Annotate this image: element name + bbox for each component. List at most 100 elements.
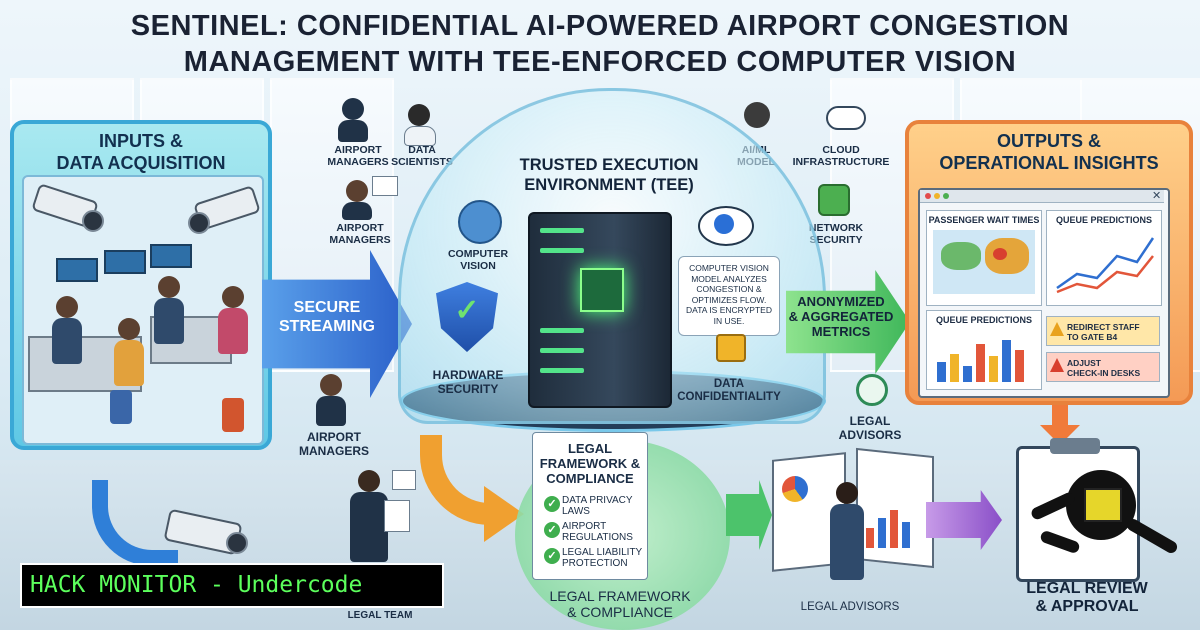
alert-line: CHECK-IN DESKS <box>1067 368 1141 378</box>
label-line: AIRPORT <box>336 222 384 234</box>
card-title: PASSENGER WAIT TIMES <box>928 215 1040 225</box>
outputs-title-1: OUTPUTS & <box>996 131 1101 151</box>
info-screen-icon <box>150 244 192 268</box>
metrics-label: ANONYMIZED & AGGREGATED METRICS <box>788 294 894 339</box>
label-line: LEGAL REVIEW <box>1026 580 1148 597</box>
callout-line: COMPUTER VISION <box>689 263 769 273</box>
airport-managers-label-c: AIRPORT MANAGERS <box>286 430 382 458</box>
queue-predictions-card-1: QUEUE PREDICTIONS <box>1046 210 1162 306</box>
legal-document: LEGAL FRAMEWORK & COMPLIANCE <box>532 432 648 580</box>
check-icon: ✓ <box>544 548 560 564</box>
label-line: CONFIDENTIALITY <box>677 391 781 403</box>
title-line-1: SENTINEL: CONFIDENTIAL AI-POWERED AIRPOR… <box>130 10 1070 42</box>
wait-times-card: PASSENGER WAIT TIMES <box>926 210 1042 306</box>
airport-managers-label-a: AIRPORT MANAGERS <box>316 144 400 168</box>
check-icon: ✓ <box>544 522 560 538</box>
callout-line: CONGESTION & <box>696 284 762 294</box>
hack-monitor-banner: HACK MONITOR - Undercode <box>20 563 444 608</box>
check-icon: ✓ <box>544 496 560 512</box>
approval-label: LEGAL REVIEW & APPROVAL <box>1012 580 1162 616</box>
label-line: ANONYMIZED <box>797 294 885 309</box>
queue-predictions-card-2: QUEUE PREDICTIONS <box>926 310 1042 390</box>
server-led <box>540 348 584 353</box>
callout-line: MODEL ANALYZES <box>691 273 767 284</box>
checkmark-icon: ✓ <box>454 294 480 327</box>
label-line: COMPLIANCE <box>546 471 634 486</box>
scientist-head-icon <box>408 104 430 126</box>
label-line: SECURITY <box>809 234 863 246</box>
window-close-icon[interactable]: ✕ <box>1152 190 1162 202</box>
ai-model-icon <box>744 102 770 128</box>
manager-head-icon <box>342 98 364 120</box>
legal-advisors-label-right: LEGAL ADVISORS <box>830 414 910 442</box>
manager-body-icon <box>342 202 372 220</box>
network-lock-icon <box>818 184 850 216</box>
alert-line: REDIRECT STAFF <box>1067 322 1140 332</box>
label-line: DATA PRIVACY <box>562 495 633 506</box>
inputs-title-2: DATA ACQUISITION <box>56 153 226 173</box>
camera-lens-icon <box>226 532 248 554</box>
luggage-icon <box>110 390 132 424</box>
board-bar-chart-icon <box>866 510 910 548</box>
label-line: METRICS <box>811 324 871 339</box>
label-line: AIRPORT <box>562 521 607 532</box>
label-line: LEGAL <box>567 441 613 456</box>
label-line: INFRASTRUCTURE <box>792 156 890 168</box>
clipboard-icon <box>384 500 410 532</box>
adjust-desks-alert: ADJUST CHECK-IN DESKS <box>1046 352 1160 382</box>
agent-head-icon <box>158 276 180 298</box>
passenger-body-icon <box>218 308 248 354</box>
padlock-icon <box>716 334 746 362</box>
line-chart-icon <box>1056 237 1155 294</box>
tee-title-2: ENVIRONMENT (TEE) <box>524 176 694 194</box>
advisor-head-icon <box>836 482 858 504</box>
bar-chart-icon <box>937 340 1024 382</box>
label-line: LAWS <box>562 506 590 517</box>
label-line: LEGAL FRAMEWORK <box>549 588 691 604</box>
scientist-body-icon <box>404 126 436 146</box>
label-line: CLOUD <box>822 144 860 156</box>
callout-line: IN USE. <box>713 315 745 326</box>
label-line: AIRPORT <box>307 430 361 444</box>
label-line: DATA <box>408 144 436 156</box>
manager-body-icon <box>316 396 346 426</box>
luggage-icon <box>222 398 244 432</box>
label-line: AIRPORT <box>334 144 382 156</box>
inputs-title-1: INPUTS & <box>98 131 183 151</box>
passenger-head-icon <box>118 318 140 340</box>
airport-managers-label-b: AIRPORT MANAGERS <box>320 222 400 246</box>
server-led <box>540 368 584 373</box>
passenger-head-icon <box>222 286 244 308</box>
pie-chart-icon <box>782 476 808 502</box>
advisor-body-icon <box>830 504 864 580</box>
cloud-icon <box>826 106 866 130</box>
legal-advisors-label-bottom: LEGAL ADVISORS <box>800 601 900 613</box>
secure-streaming-label: SECURE STREAMING <box>272 298 382 336</box>
data-scientists-label: DATA SCIENTISTS <box>382 144 462 168</box>
label-line: MANAGERS <box>329 234 391 246</box>
agent-head-icon <box>56 296 78 318</box>
legal-team-head-icon <box>358 470 380 492</box>
label-line: & AGGREGATED <box>788 309 894 324</box>
computer-vision-label: COMPUTER VISION <box>436 248 520 272</box>
cpu-chip-icon <box>580 268 624 312</box>
alert-line: ADJUST <box>1067 358 1102 368</box>
label-line: VISION <box>460 260 496 272</box>
label-line: & COMPLIANCE <box>567 604 673 620</box>
outputs-title-2: OPERATIONAL INSIGHTS <box>939 153 1159 173</box>
hardware-security-label: HARDWARE SECURITY <box>420 368 516 396</box>
server-led <box>540 228 584 233</box>
camera-lens-icon <box>82 210 104 232</box>
callout-text: COMPUTER VISION MODEL ANALYZES CONGESTIO… <box>679 257 779 326</box>
brain-icon <box>458 200 502 244</box>
label-line: HARDWARE <box>432 368 504 382</box>
cloud-infrastructure-label: CLOUD INFRASTRUCTURE <box>786 144 896 168</box>
secure-streaming-line-2: STREAMING <box>279 318 375 335</box>
label-line: FRAMEWORK & <box>539 456 641 471</box>
alert-line: TO GATE B4 <box>1067 332 1118 342</box>
window-dot-icon <box>925 193 931 199</box>
tee-title-1: TRUSTED EXECUTION <box>519 156 699 174</box>
card-title: QUEUE PREDICTIONS <box>935 315 1032 325</box>
callout-line: OPTIMIZES FLOW. <box>691 294 767 305</box>
label-line: COMPUTER <box>447 248 509 260</box>
